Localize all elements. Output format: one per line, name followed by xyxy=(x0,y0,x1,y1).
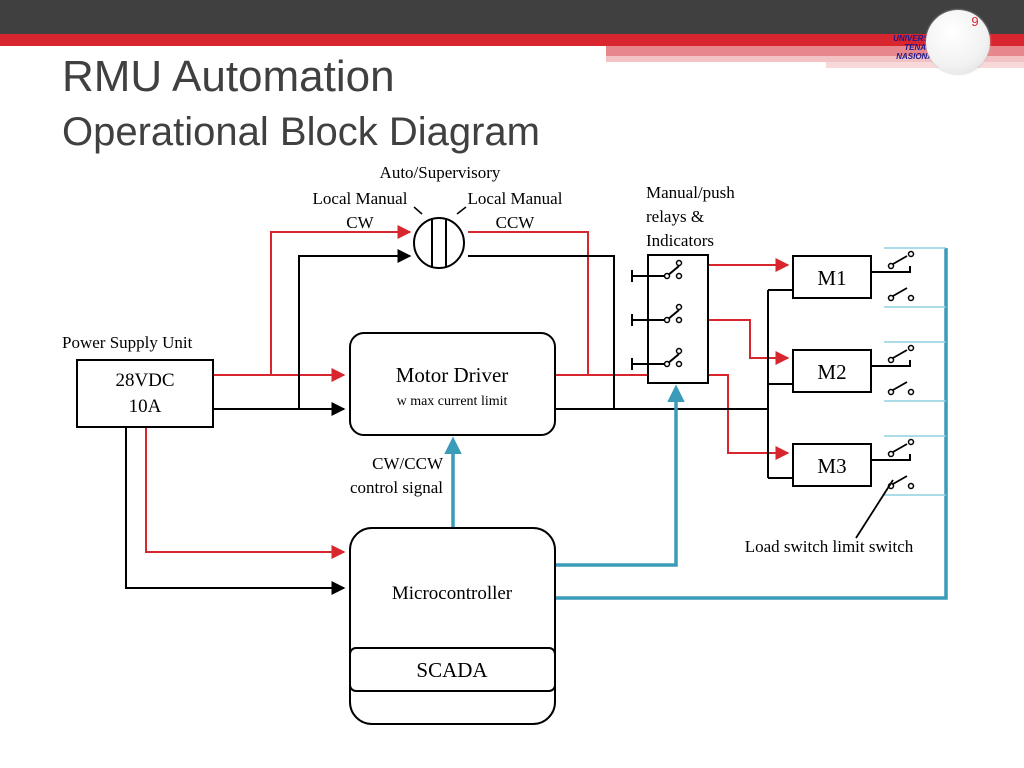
selector-switch xyxy=(413,206,467,269)
scada-box xyxy=(349,647,556,692)
psu-voltage: 28VDC xyxy=(115,370,174,391)
motor-boxes xyxy=(792,255,872,487)
selector-top-label: Auto/Supervisory xyxy=(380,163,501,182)
slide-title: RMU Automation xyxy=(62,52,395,101)
page-number: 9 xyxy=(971,14,979,29)
limit-switches xyxy=(892,255,908,485)
selector-right-label-1: Local Manual xyxy=(468,189,563,208)
header-light-stripe xyxy=(606,56,1024,62)
relay-contacts xyxy=(663,259,683,368)
ground-wires xyxy=(125,249,793,595)
limit-switch-pointer xyxy=(855,479,894,539)
microcontroller-label: Microcontroller xyxy=(392,583,513,604)
microcontroller-box xyxy=(349,527,556,725)
page-number-circle xyxy=(926,10,990,74)
header-pink-stripe xyxy=(606,46,1024,56)
header-red-stripe xyxy=(0,34,1024,46)
psu-current: 10A xyxy=(129,396,162,417)
relays-label-1: Manual/push xyxy=(646,183,735,202)
motor-m1-label: M1 xyxy=(817,266,846,290)
motor-m2-label: M2 xyxy=(817,360,846,384)
limit-switch-feedback xyxy=(884,247,946,496)
power-supply-box xyxy=(76,359,214,428)
motor-driver-label: Motor Driver xyxy=(396,363,509,387)
header-top-bar xyxy=(0,0,1024,34)
psu-label: Power Supply Unit xyxy=(62,333,193,352)
slide-subtitle: Operational Block Diagram xyxy=(62,110,540,154)
selector-right-label-2: CCW xyxy=(496,213,536,232)
relays-label-3: Indicators xyxy=(646,231,714,250)
limit-switch-label: Load switch limit switch xyxy=(745,537,914,556)
relays-label-2: relays & xyxy=(646,207,704,226)
selector-left-label-1: Local Manual xyxy=(313,189,408,208)
university-logo: UNIVERSITI TENAGA NASIONAL xyxy=(893,34,938,61)
motor-driver-sublabel: w max current limit xyxy=(397,394,508,409)
motor-shafts xyxy=(871,266,911,461)
header-lighter-stripe xyxy=(826,62,1024,68)
control-signal-label-1: CW/CCW xyxy=(372,454,444,473)
control-signal-label-2: control signal xyxy=(350,478,443,497)
motor-m3-label: M3 xyxy=(817,454,846,478)
limit-switch-contacts xyxy=(887,250,915,490)
motor-driver-box xyxy=(349,332,556,436)
scada-label: SCADA xyxy=(416,658,488,682)
signal-wires xyxy=(444,248,948,600)
selector-left-label-2: CW xyxy=(346,213,374,232)
